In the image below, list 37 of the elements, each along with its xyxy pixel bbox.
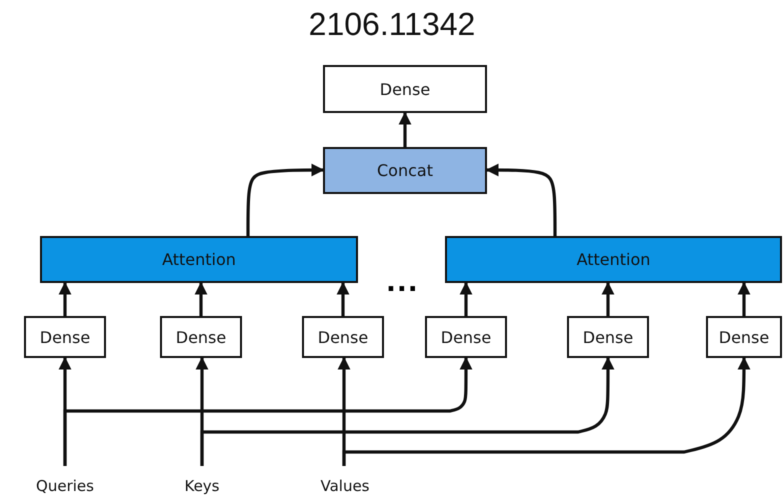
dense-layer-box [302, 316, 384, 358]
arrow [58, 282, 72, 316]
box-label: Dense [380, 80, 430, 98]
dense-layer-box [160, 316, 242, 358]
box-label: Attention [576, 250, 650, 269]
ellipsis: ... [386, 268, 419, 298]
dense-layer-box [706, 316, 782, 358]
box-label: Concat [377, 161, 433, 180]
arrow [738, 282, 750, 316]
box-label: Dense [718, 328, 770, 346]
box-label: Dense [318, 328, 368, 346]
attention-box [445, 236, 782, 283]
dense-layer-box [425, 316, 507, 358]
dense-layer-box [567, 316, 649, 358]
concat-box [323, 147, 487, 194]
arrow [63, 356, 472, 466]
arrow [602, 282, 614, 316]
arrow [194, 282, 208, 316]
arrow [336, 282, 350, 316]
arrow [398, 112, 412, 147]
input-label: Queries [25, 476, 105, 496]
input-label: Values [310, 476, 380, 496]
box-label: Dense [582, 328, 634, 346]
title: 2106.11342 [308, 6, 476, 43]
arrow [200, 356, 614, 466]
dense-layer-box [24, 316, 106, 358]
box-label: Dense [40, 328, 90, 346]
arrow [460, 282, 472, 316]
arrow [486, 164, 557, 236]
box-label: Dense [440, 328, 492, 346]
dense-layer-box [323, 65, 487, 113]
arrow [342, 356, 750, 466]
box-label: Dense [176, 328, 226, 346]
attention-box [40, 236, 358, 283]
arrow [246, 164, 324, 236]
box-label: Attention [162, 250, 236, 269]
input-label: Keys [172, 476, 232, 496]
